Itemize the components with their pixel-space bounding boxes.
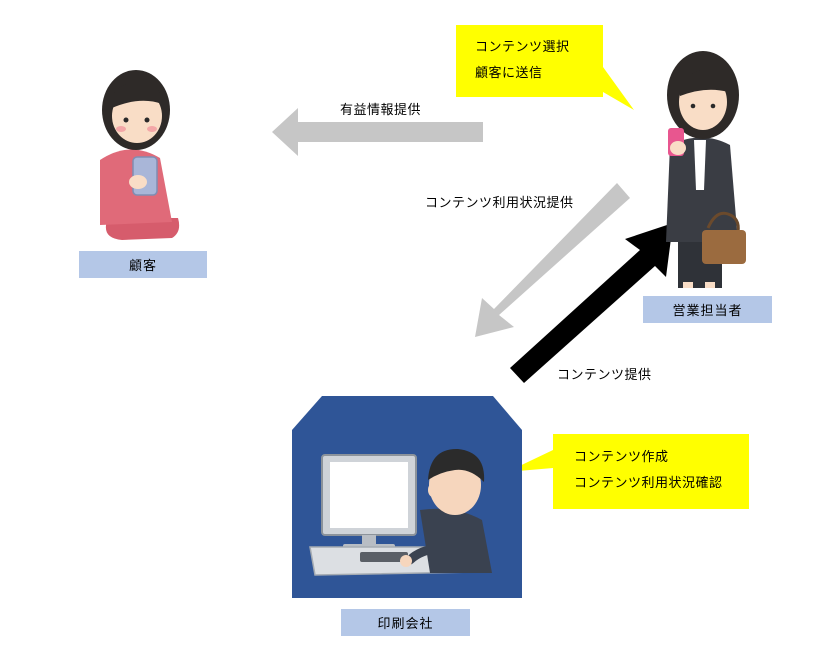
callout-printer-text: コンテンツ作成 コンテンツ利用状況確認 <box>574 445 723 497</box>
node-sales-box: 営業担当者 <box>643 296 772 323</box>
callout-printer-line2: コンテンツ利用状況確認 <box>574 476 723 491</box>
arrow-usage-label: コンテンツ利用状況提供 <box>425 196 574 211</box>
callout-sales-shape <box>456 25 634 110</box>
node-printer-box: 印刷会社 <box>341 609 470 636</box>
callout-printer-line1: コンテンツ作成 <box>574 450 669 465</box>
customer-woman-icon <box>100 70 180 240</box>
office-worker-icon <box>400 448 492 573</box>
arrow-content-to-sales <box>510 223 673 383</box>
node-customer-box: 顧客 <box>79 251 207 278</box>
callout-sales-line1: コンテンツ選択 <box>475 40 570 55</box>
callout-sales-line2: 顧客に送信 <box>475 66 543 81</box>
node-sales-label: 営業担当者 <box>672 304 743 319</box>
arrow-info-label: 有益情報提供 <box>340 103 422 118</box>
computer-monitor-icon <box>321 454 417 550</box>
callout-printer-shape <box>507 434 749 509</box>
callout-sales-text: コンテンツ選択 顧客に送信 <box>475 35 570 87</box>
node-printer-label: 印刷会社 <box>377 617 434 632</box>
arrow-usage-to-printer <box>475 183 630 337</box>
node-customer-label: 顧客 <box>128 259 157 274</box>
sales-woman-icon <box>666 51 746 288</box>
arrow-content-label: コンテンツ提供 <box>557 368 652 383</box>
arrow-info-to-customer <box>272 108 483 156</box>
